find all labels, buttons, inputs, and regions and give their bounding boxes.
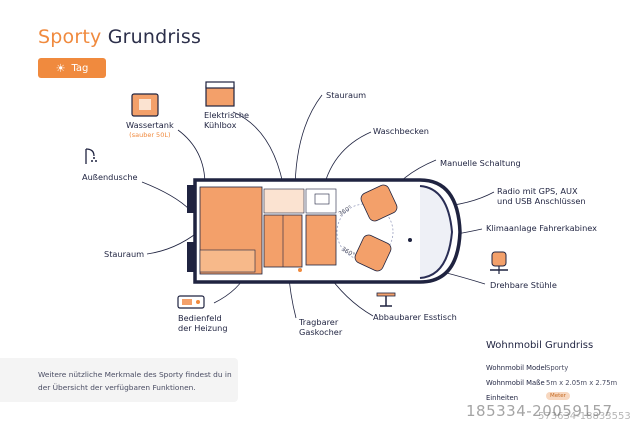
swivel-seat-passenger	[354, 234, 392, 272]
label-drehbar: Drehbare Stühle	[490, 280, 557, 290]
label-wassertank: Wassertank (sauber 50L)	[126, 120, 174, 140]
features-note-text: Weitere nützliche Merkmale des Sporty fi…	[38, 370, 232, 392]
spec-model-label: Wohnmobil Model	[486, 364, 547, 372]
title-rest: Grundriss	[107, 26, 202, 48]
label-waschbecken: Waschbecken	[373, 126, 429, 136]
label-esstisch: Abbaubarer Esstisch	[373, 312, 457, 322]
spec-size: Wohnmobil Maße 5m x 2.05m x 2.75m	[486, 379, 617, 387]
sun-icon: ☀	[55, 61, 66, 75]
table-icon	[376, 292, 396, 307]
spec-model: Wohnmobil Model Sporty	[486, 364, 568, 372]
features-note: Weitere nützliche Merkmale des Sporty fi…	[0, 358, 238, 402]
label-bedienfeld: Bedienfeld der Heizung	[178, 313, 228, 333]
label-gaskocher: Tragbarer Gaskocher	[299, 317, 343, 337]
spec-size-label: Wohnmobil Maße	[486, 379, 545, 387]
label-wassertank-text: Wassertank	[126, 120, 174, 130]
label-radio: Radio mit GPS, AUX und USB Anschlüssen	[497, 186, 586, 206]
watermark-id-secondary: 573634-18833553	[538, 411, 631, 422]
spec-unit-label: Einheiten	[486, 394, 519, 402]
label-kuehlbox: Elektrische Kühlbox	[204, 110, 250, 130]
day-toggle-button[interactable]: ☀ Tag	[38, 58, 106, 78]
heating-panel-icon	[177, 295, 205, 309]
label-schaltung: Manuelle Schaltung	[440, 158, 521, 168]
watermark-id: 185334-20059157	[466, 402, 613, 420]
label-wassertank-sub: (sauber 50L)	[129, 131, 171, 139]
spec-model-value: Sporty	[546, 364, 569, 372]
unit-badge[interactable]: Meter	[546, 392, 570, 400]
spec-size-value: 5m x 2.05m x 2.75m	[546, 379, 618, 387]
swivel-seat-driver	[360, 184, 398, 222]
label-stauraum-left: Stauraum	[104, 249, 145, 259]
shower-icon	[85, 148, 97, 164]
label-stauraum-top: Stauraum	[326, 90, 367, 100]
swivel-chair-icon	[490, 251, 508, 274]
water-tank-icon	[131, 93, 159, 117]
label-dusche: Außendusche	[82, 172, 138, 182]
cooler-box-icon	[205, 81, 235, 107]
title-brand: Sporty	[38, 26, 102, 48]
page-title: Sporty Grundriss	[38, 26, 201, 48]
van-body: 360° 360°	[187, 178, 462, 284]
specs-title: Wohnmobil Grundriss	[486, 340, 594, 351]
label-klima: Klimaanlage Fahrerkabinex	[486, 223, 598, 233]
spec-unit: Einheiten Meter	[486, 392, 570, 402]
day-toggle-label: Tag	[71, 62, 89, 74]
